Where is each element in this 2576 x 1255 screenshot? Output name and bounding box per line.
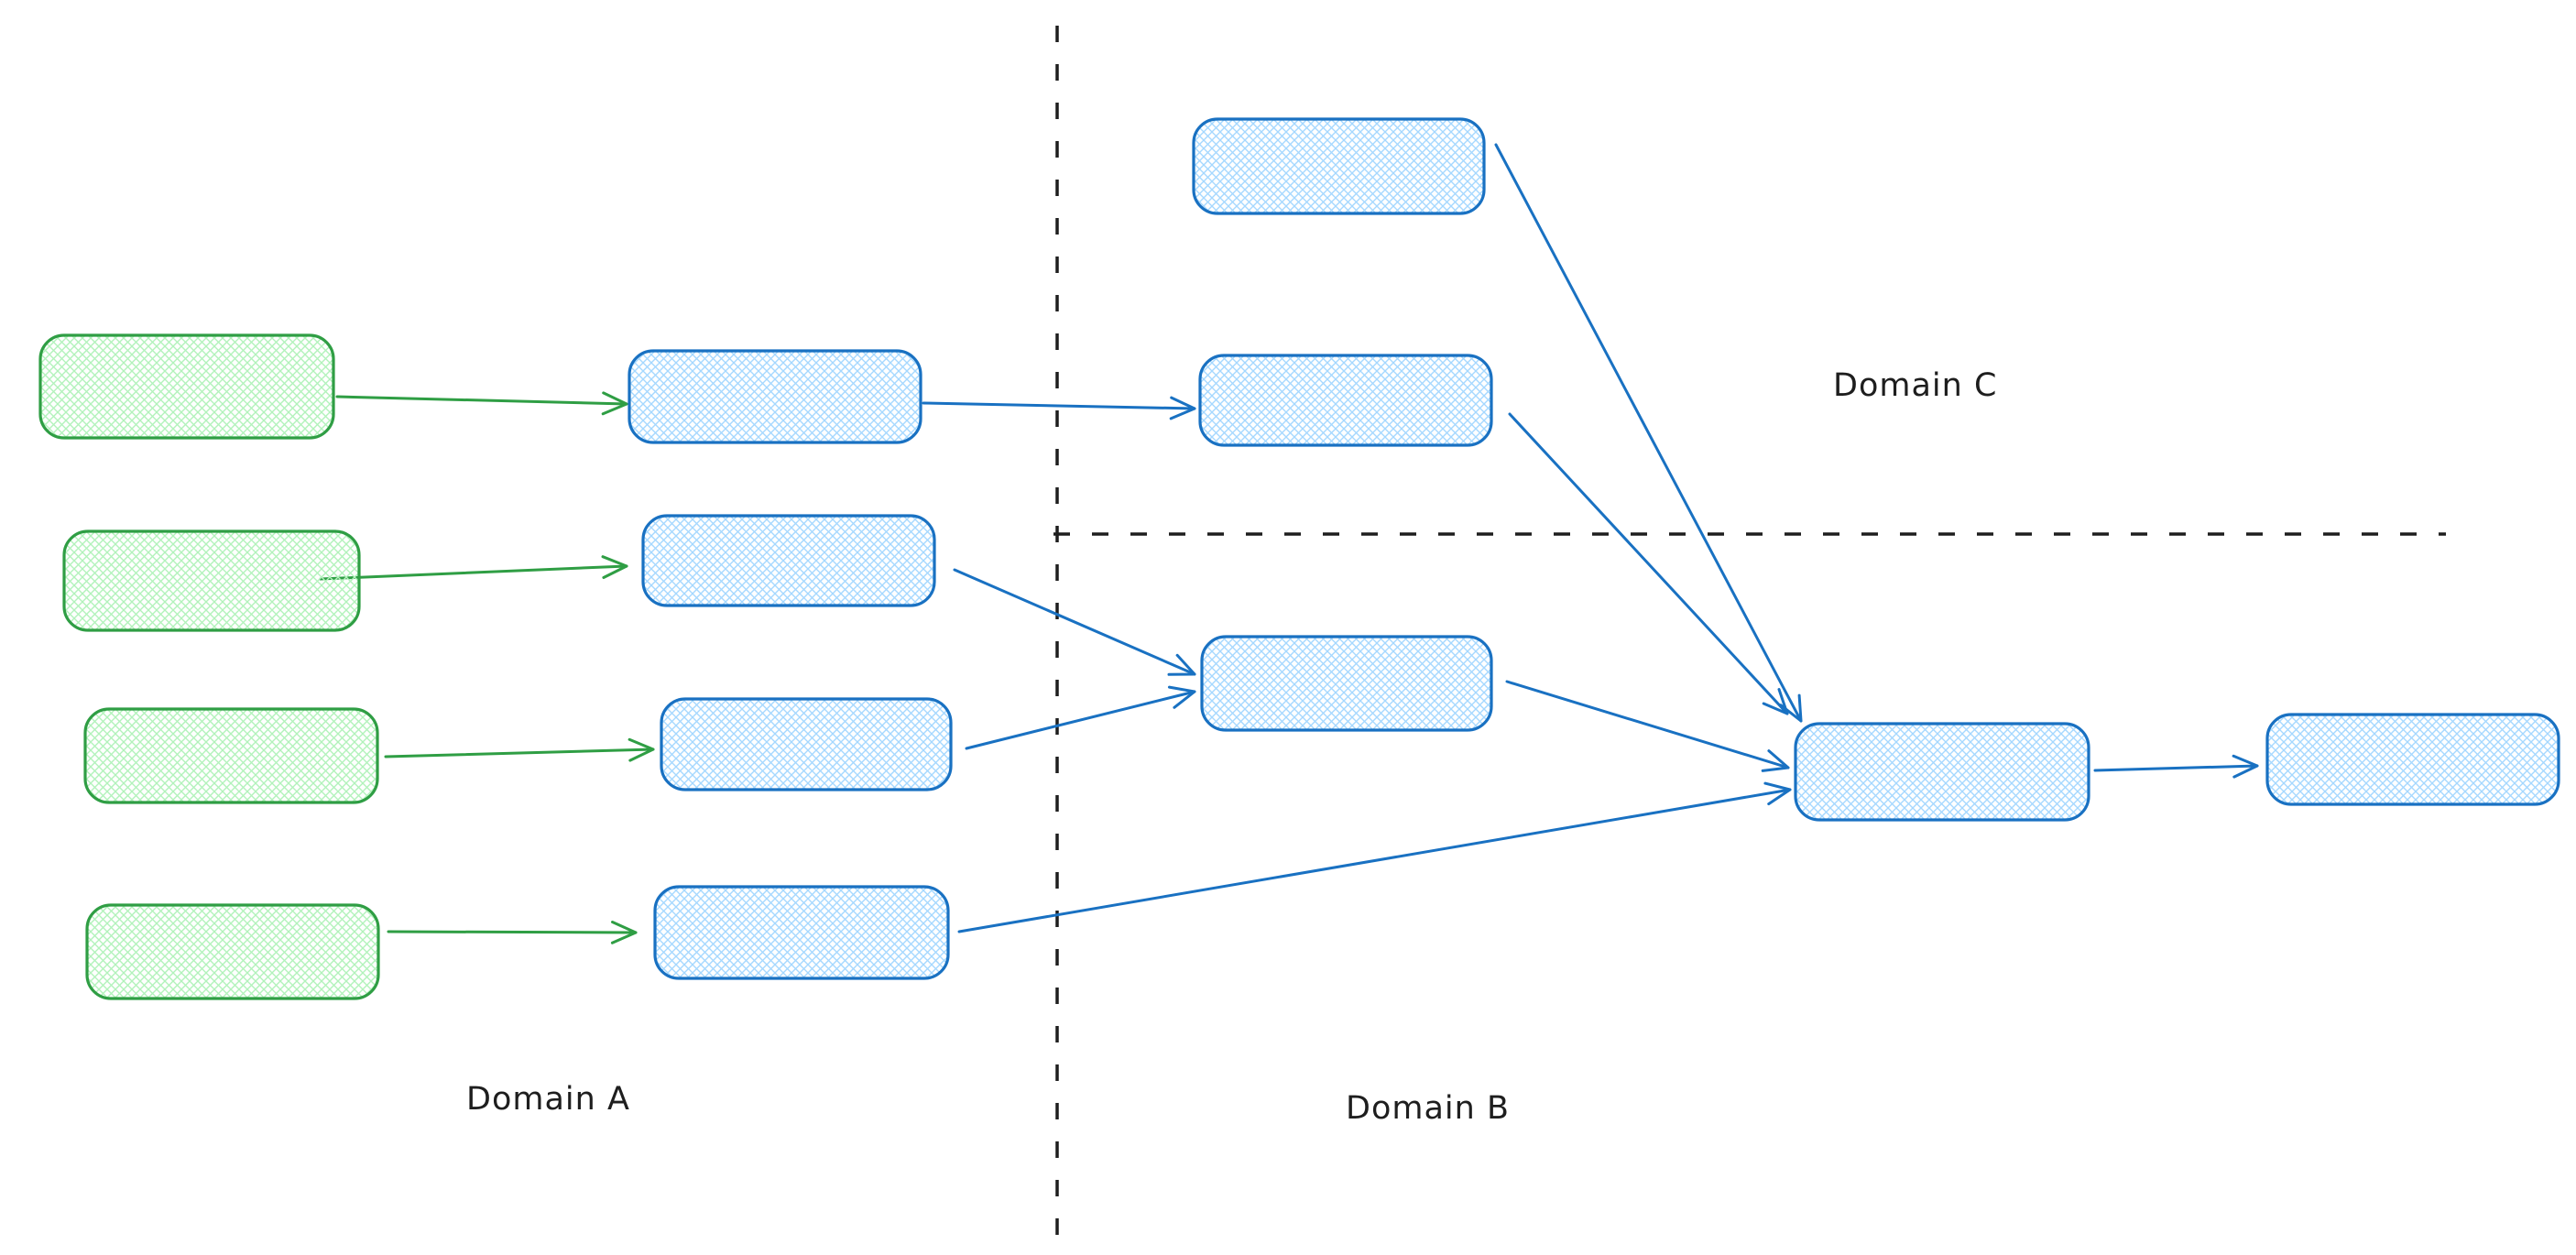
arrow-src2-to-proc2[interactable] [319, 555, 628, 581]
arrow-src1-to-proc1[interactable] [335, 391, 628, 416]
node-domain-a-source-2[interactable] [62, 529, 361, 632]
arrow-proc1-to-c2[interactable] [922, 396, 1196, 420]
node-domain-c-box-2[interactable] [1198, 354, 1493, 447]
arrow-proc3-to-b1[interactable] [965, 685, 1196, 750]
arrow-proc4-to-merge[interactable] [957, 781, 1792, 933]
node-domain-a-source-1[interactable] [38, 333, 335, 440]
arrow-c1-to-merge[interactable] [1494, 143, 1803, 723]
node-domain-a-process-1[interactable] [628, 349, 922, 444]
arrow-src4-to-proc4[interactable] [387, 921, 638, 944]
arrow-proc2-to-b1[interactable] [953, 568, 1196, 676]
domain-b-label[interactable]: Domain B [1346, 1090, 1510, 1127]
node-domain-b-output[interactable] [2265, 713, 2560, 806]
node-domain-c-box-1[interactable] [1192, 117, 1486, 215]
arrow-c2-to-merge[interactable] [1508, 412, 1789, 715]
domain-a-label[interactable]: Domain A [466, 1081, 630, 1118]
node-domain-a-source-3[interactable] [83, 707, 379, 804]
node-domain-a-process-2[interactable] [641, 514, 936, 607]
node-domain-a-source-4[interactable] [85, 903, 380, 1000]
node-domain-a-process-3[interactable] [660, 697, 953, 791]
node-domain-b-merge[interactable] [1794, 722, 2090, 822]
node-domain-a-process-4[interactable] [653, 885, 950, 980]
arrow-src3-to-proc3[interactable] [384, 737, 655, 762]
node-domain-b-box-1[interactable] [1200, 635, 1493, 732]
arrow-b1-to-merge[interactable] [1505, 680, 1790, 772]
domain-c-label[interactable]: Domain C [1833, 367, 1998, 404]
arrow-merge-to-output[interactable] [2093, 754, 2259, 779]
